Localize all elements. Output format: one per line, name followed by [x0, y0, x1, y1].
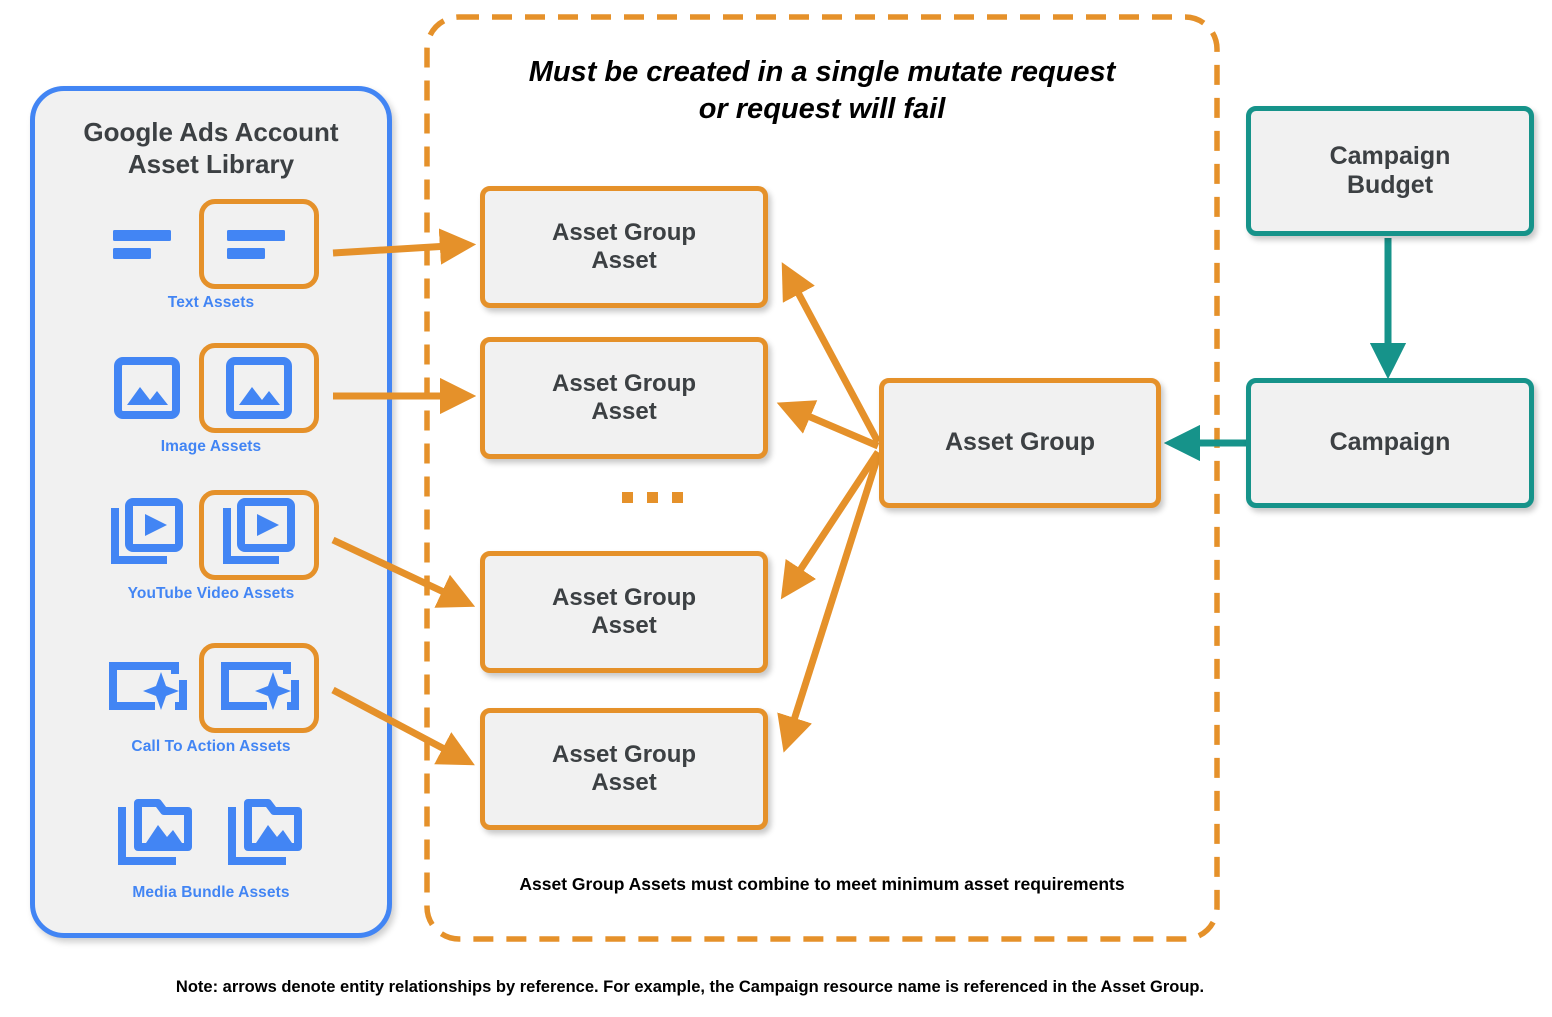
asset-group-asset-box-1[interactable]: Asset Group Asset: [480, 186, 768, 308]
image-icon: [226, 357, 292, 419]
asset-label-media-bundle: Media Bundle Assets: [132, 884, 290, 901]
asset-row-video[interactable]: YouTube Video Assets: [30, 487, 392, 603]
text-lines-icon: [103, 204, 191, 284]
campaign-budget-box[interactable]: Campaign Budget: [1246, 106, 1534, 236]
aga4-line1: Asset Group: [551, 740, 697, 768]
asset-label-image: Image Assets: [160, 438, 262, 455]
campaign-budget-line2: Budget: [1346, 171, 1434, 199]
aga4-line2: Asset: [591, 769, 657, 796]
campaign-label: Campaign: [1329, 428, 1451, 457]
asset-library-title: Google Ads Account Asset Library: [35, 117, 387, 180]
mutate-requirement-title: Must be created in a single mutate reque…: [430, 54, 1214, 128]
asset-library-title-line1: Google Ads Account: [83, 117, 339, 147]
text-lines-icon: [227, 230, 285, 259]
asset-library-panel: Google Ads Account Asset Library: [30, 86, 392, 938]
asset-label-cta: Call To Action Assets: [131, 738, 291, 755]
video-assets-highlight[interactable]: [199, 490, 319, 580]
aga2-line1: Asset Group: [551, 369, 697, 397]
video-play-icon: [103, 495, 191, 575]
diagram-footnote: Note: arrows denote entity relationships…: [175, 978, 1205, 996]
call-to-action-sparkle-icon: [103, 648, 191, 728]
mutate-title-line1: Must be created in a single mutate reque…: [528, 56, 1116, 88]
asset-row-media-bundle[interactable]: Media Bundle Assets: [30, 786, 392, 902]
aga1-line1: Asset Group: [551, 218, 697, 246]
asset-group-asset-box-4[interactable]: Asset Group Asset: [480, 708, 768, 830]
video-play-icon: [223, 498, 295, 564]
aga3-line1: Asset Group: [551, 583, 697, 611]
media-bundle-folder-icon: [222, 794, 310, 874]
asset-group-label: Asset Group: [944, 428, 1096, 457]
mutate-title-line2: or request will fail: [698, 93, 946, 126]
arrow-assetgroup-to-aga4: [777, 454, 882, 753]
asset-label-text: Text Assets: [167, 294, 255, 311]
aga2-line2: Asset: [591, 398, 657, 425]
image-icon: [103, 348, 191, 428]
call-to-action-sparkle-icon: [221, 662, 299, 710]
asset-row-cta[interactable]: Call To Action Assets: [30, 640, 392, 756]
text-assets-highlight[interactable]: [199, 199, 319, 289]
asset-row-text[interactable]: Text Assets: [30, 196, 392, 312]
aga3-line2: Asset: [591, 612, 657, 639]
asset-group-box[interactable]: Asset Group: [879, 378, 1161, 508]
asset-label-video: YouTube Video Assets: [127, 585, 295, 602]
arrow-assetgroup-to-aga1: [781, 262, 882, 444]
combine-requirement-note: Asset Group Assets must combine to meet …: [519, 874, 1125, 894]
asset-group-asset-box-3[interactable]: Asset Group Asset: [480, 551, 768, 673]
asset-group-asset-box-2[interactable]: Asset Group Asset: [480, 337, 768, 459]
arrow-assetgroup-to-aga2: [776, 400, 880, 450]
arrow-assetgroup-to-aga3: [780, 450, 881, 600]
cta-assets-highlight[interactable]: [199, 643, 319, 733]
campaign-box[interactable]: Campaign: [1246, 378, 1534, 508]
asset-row-image[interactable]: Image Assets: [30, 340, 392, 456]
image-assets-highlight[interactable]: [199, 343, 319, 433]
aga1-line2: Asset: [591, 247, 657, 274]
media-bundle-folder-icon: [112, 794, 200, 874]
campaign-budget-line1: Campaign: [1329, 141, 1451, 170]
ellipsis-indicator: [622, 492, 683, 503]
asset-library-title-line2: Asset Library: [127, 148, 295, 179]
